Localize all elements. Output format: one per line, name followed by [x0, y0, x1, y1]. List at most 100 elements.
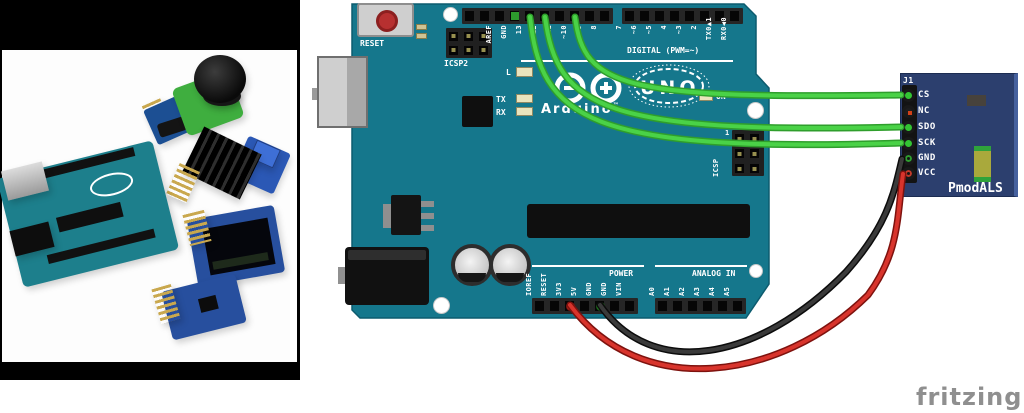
led-on	[699, 92, 713, 101]
mounting-hole	[433, 297, 450, 314]
pin-label-a4: A4	[708, 286, 716, 296]
pin-label-vin: VIN	[615, 282, 623, 296]
pin-label-7: 7	[615, 25, 623, 30]
led-rx	[516, 107, 533, 116]
regulator-pin	[421, 225, 434, 231]
pin-label-gnd-top: GND	[500, 25, 508, 39]
pin-label-a2: A2	[678, 286, 686, 296]
pin-label-3v3: 3V3	[555, 282, 563, 296]
pin-label-9: ~9	[575, 25, 583, 35]
voltage-regulator	[391, 195, 421, 235]
brand-text: Arduino™	[541, 102, 621, 117]
capacitor-smd	[416, 33, 427, 39]
pin-label-13: 13	[515, 25, 523, 35]
logo-minus-icon	[564, 86, 576, 90]
pin-label-6: ~6	[630, 25, 638, 35]
pmod-pin-label-cs: CS	[918, 90, 930, 100]
fritzing-watermark: fritzing	[916, 383, 1023, 411]
electrolytic-capacitor	[451, 244, 493, 286]
pmod-pin-gnd[interactable]	[902, 151, 915, 165]
icsp-pin-row	[732, 149, 764, 158]
power-header[interactable]	[532, 298, 638, 314]
gnd-pin-connected-marker	[511, 12, 519, 20]
logo-plus-icon	[604, 82, 608, 94]
pmodals-module[interactable]: J1 CS NC SDO SCK GND VCC PmodALS	[900, 73, 1018, 197]
pmod-pin-sdo[interactable]	[902, 120, 915, 134]
pin-label-5: ~5	[645, 25, 653, 35]
atmega-chip	[527, 204, 750, 238]
trademark-symbol: ™	[612, 102, 621, 109]
usb-connector	[317, 56, 368, 128]
regulator-tab	[383, 204, 391, 228]
pmod-pin-label-nc: NC	[918, 106, 930, 116]
pin-label-12: 12	[530, 25, 538, 35]
led-on-label: ON	[716, 92, 726, 101]
reset-button[interactable]	[357, 3, 414, 37]
mounting-hole	[747, 102, 764, 119]
pin-label-8: 8	[590, 25, 598, 30]
pin-label-3: ~3	[675, 25, 683, 35]
pin-label-2: 2	[690, 25, 698, 30]
pmod-pin-cs[interactable]	[902, 88, 915, 102]
pmod-pin-nc[interactable]	[902, 104, 915, 118]
pmod-chip	[967, 95, 986, 106]
brand-name: Arduino	[541, 102, 613, 117]
icsp2-header	[446, 28, 492, 58]
light-sensor	[974, 146, 991, 182]
regulator-pin	[421, 213, 434, 219]
pmod-pin-label-sck: SCK	[918, 138, 936, 148]
pmod-pin-label-sdo: SDO	[918, 122, 936, 132]
digital-caption: DIGITAL (PWM=~)	[627, 46, 700, 55]
led-l	[516, 67, 533, 77]
icsp-label: ICSP	[712, 158, 720, 177]
pin-label-gnd1: GND	[585, 282, 593, 296]
mounting-hole	[443, 7, 458, 22]
icsp-pin1-label: 1	[725, 129, 730, 137]
electrolytic-capacitor	[489, 244, 531, 286]
reset-button-cap[interactable]	[376, 10, 398, 32]
pin-label-a5: A5	[723, 286, 731, 296]
pmod-pin-label-gnd: GND	[918, 153, 936, 163]
usb-serial-chip	[462, 96, 493, 127]
pin-label-rx0: RX0◀0	[720, 17, 728, 41]
wire-end-gnd[interactable]	[596, 302, 605, 311]
pmod-designator: J1	[903, 76, 914, 85]
regulator-pin	[421, 201, 434, 207]
analog-header[interactable]	[655, 298, 746, 314]
icsp2-pin-row	[446, 31, 492, 41]
pmod-name-label: PmodALS	[948, 181, 1003, 196]
pin-label-aref: AREF	[485, 25, 493, 44]
power-jack-tip	[338, 267, 346, 284]
pin-label-ioref: IOREF	[525, 272, 533, 296]
pmod-pin-sck[interactable]	[902, 136, 915, 150]
wire-end-3v3[interactable]	[566, 302, 575, 311]
led-l-label: L	[506, 68, 511, 77]
pin-label-reset: RESET	[540, 272, 548, 296]
icsp-header	[732, 130, 764, 176]
nc-marker-icon	[908, 110, 912, 115]
pmod-pin-vcc[interactable]	[902, 166, 915, 180]
reset-label: RESET	[360, 39, 385, 48]
icsp2-label: ICSP2	[444, 59, 469, 68]
pin-label-11: ~11	[545, 25, 553, 39]
pin-label-10: ~10	[560, 25, 568, 39]
model-text: UNO	[640, 77, 700, 99]
photo-joystick-knob	[194, 55, 246, 103]
product-photo	[0, 0, 300, 380]
mounting-hole	[749, 264, 763, 278]
digital-header-1[interactable]	[462, 8, 613, 24]
icsp-pin-row	[732, 134, 764, 143]
pin-label-5v: 5V	[570, 286, 578, 296]
led-tx	[516, 94, 533, 103]
icsp2-pin-row	[446, 45, 492, 55]
pin-label-gnd2: GND	[600, 282, 608, 296]
power-jack-highlight	[348, 250, 426, 260]
power-jack	[345, 247, 429, 305]
led-tx-label: TX	[496, 95, 506, 104]
pin-label-a3: A3	[693, 286, 701, 296]
pin-label-tx1: TX0▲1	[705, 17, 713, 41]
pin-label-4: 4	[660, 25, 668, 30]
led-rx-label: RX	[496, 108, 506, 117]
